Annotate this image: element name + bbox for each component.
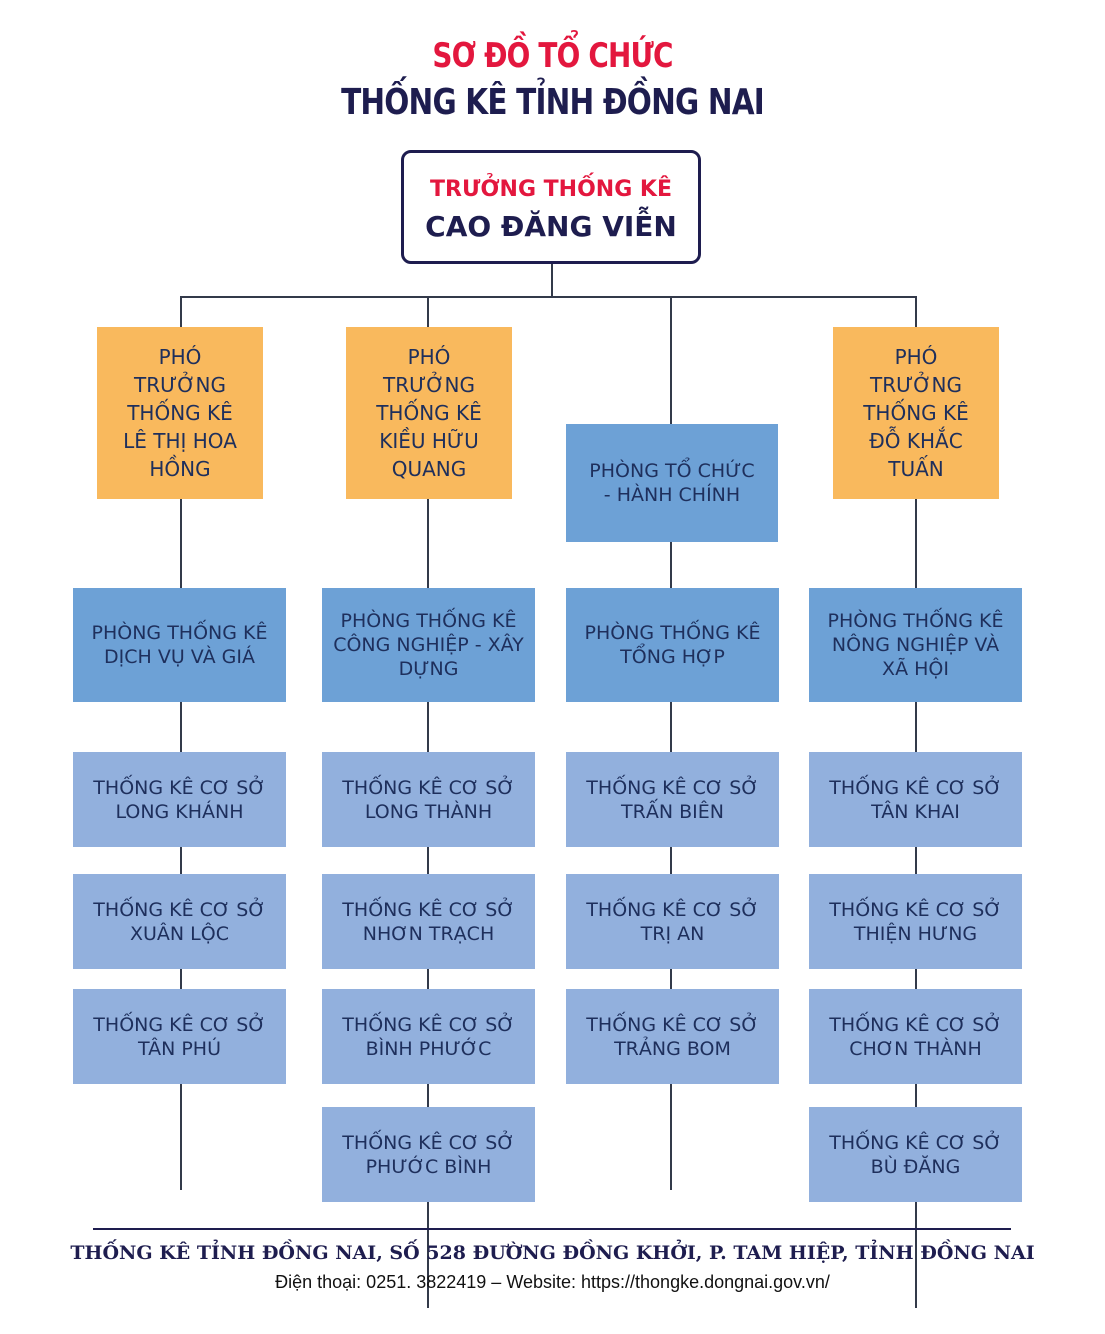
connector-column-1 <box>180 296 182 1190</box>
department-box-4: PHÒNG THỐNG KÊ NÔNG NGHIỆP VÀ XÃ HỘI <box>809 588 1022 702</box>
head-role: TRƯỞNG THỐNG KÊ <box>430 177 672 202</box>
base-box-binh-phuoc: THỐNG KÊ CƠ SỞ BÌNH PHƯỚC <box>322 989 535 1084</box>
deputy-box-2: PHÓ TRƯỞNG THỐNG KÊ KIỀU HỮU QUANG <box>346 327 512 499</box>
chart-title-line2: THỐNG KÊ TỈNH ĐỒNG NAI <box>341 82 765 123</box>
department-box-1: PHÒNG THỐNG KÊ DỊCH VỤ VÀ GIÁ <box>73 588 286 702</box>
base-box-bu-dang: THỐNG KÊ CƠ SỞ BÙ ĐĂNG <box>809 1107 1022 1202</box>
base-box-nhon-trach: THỐNG KÊ CƠ SỞ NHƠN TRẠCH <box>322 874 535 969</box>
connector-head-down <box>551 264 553 297</box>
head-name: CAO ĐĂNG VIỄN <box>425 210 677 243</box>
base-box-long-khanh: THỐNG KÊ CƠ SỞ LONG KHÁNH <box>73 752 286 847</box>
deputy-box-3: PHÓ TRƯỞNG THỐNG KÊ ĐỖ KHẮC TUẤN <box>833 327 999 499</box>
footer-address: THỐNG KÊ TỈNH ĐỒNG NAI, SỐ 528 ĐƯỜNG ĐỒN… <box>70 1242 1035 1264</box>
footer-divider <box>93 1228 1011 1230</box>
base-box-tri-an: THỐNG KÊ CƠ SỞ TRỊ AN <box>566 874 779 969</box>
department-box-3: PHÒNG THỐNG KÊ TỔNG HỢP <box>566 588 779 702</box>
footer-contact: Điện thoại: 0251. 3822419 – Website: htt… <box>275 1272 830 1292</box>
base-box-trang-bom: THỐNG KÊ CƠ SỞ TRẢNG BOM <box>566 989 779 1084</box>
base-box-tran-bien: THỐNG KÊ CƠ SỞ TRẤN BIÊN <box>566 752 779 847</box>
deputy-box-1: PHÓ TRƯỞNG THỐNG KÊ LÊ THỊ HOA HỒNG <box>97 327 263 499</box>
department-box-2: PHÒNG THỐNG KÊ CÔNG NGHIỆP - XÂY DỰNG <box>322 588 535 702</box>
base-box-phuoc-binh: THỐNG KÊ CƠ SỞ PHƯỚC BÌNH <box>322 1107 535 1202</box>
base-box-chon-thanh: THỐNG KÊ CƠ SỞ CHƠN THÀNH <box>809 989 1022 1084</box>
chart-title-line1: SƠ ĐỒ TỔ CHỨC <box>432 36 673 76</box>
head-box: TRƯỞNG THỐNG KÊ CAO ĐĂNG VIỄN <box>401 150 701 264</box>
connector-column-3 <box>670 296 672 1190</box>
admin-office-box: PHÒNG TỔ CHỨC - HÀNH CHÍNH <box>566 424 778 542</box>
base-box-thien-hung: THỐNG KÊ CƠ SỞ THIỆN HƯNG <box>809 874 1022 969</box>
base-box-xuan-loc: THỐNG KÊ CƠ SỞ XUÂN LỘC <box>73 874 286 969</box>
base-box-tan-phu: THỐNG KÊ CƠ SỞ TÂN PHÚ <box>73 989 286 1084</box>
connector-horizontal-bar <box>180 296 916 298</box>
base-box-long-thanh: THỐNG KÊ CƠ SỞ LONG THÀNH <box>322 752 535 847</box>
base-box-tan-khai: THỐNG KÊ CƠ SỞ TÂN KHAI <box>809 752 1022 847</box>
